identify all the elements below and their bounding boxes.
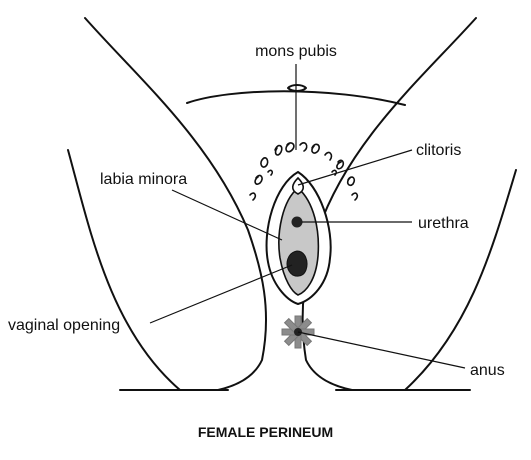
- labia-minora-leader: [172, 190, 282, 240]
- right-buttock-outline: [405, 170, 516, 390]
- label-urethra: urethra: [418, 215, 469, 232]
- label-labia-minora: labia minora: [100, 171, 187, 188]
- vaginal-opening-shape: [287, 251, 307, 276]
- left-thigh-outline: [85, 18, 266, 390]
- urethra-dot: [292, 217, 303, 228]
- diagram-title: FEMALE PERINEUM: [0, 424, 531, 440]
- label-anus: anus: [470, 362, 505, 379]
- label-clitoris: clitoris: [416, 142, 461, 159]
- label-vaginal-opening: vaginal opening: [8, 317, 120, 334]
- vaginal-opening-leader: [150, 265, 292, 323]
- mons-mark: [288, 85, 306, 91]
- label-mons-pubis: mons pubis: [255, 43, 337, 60]
